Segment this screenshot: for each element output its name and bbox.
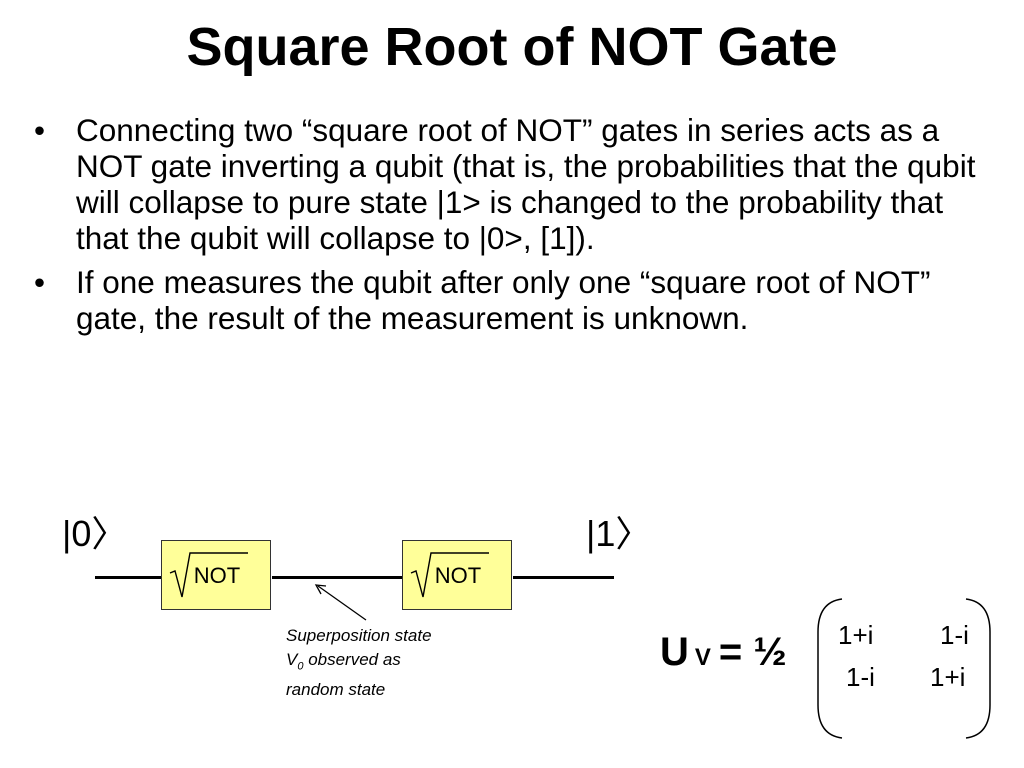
slide-title: Square Root of NOT Gate xyxy=(186,17,838,77)
output-state-ket: |1〉 xyxy=(586,513,652,554)
sqrt-not-gate-2: NOT xyxy=(402,540,512,610)
superposition-annotation: Superposition state V0 observed as rando… xyxy=(286,624,432,702)
annotation-subscript: 0 xyxy=(297,660,304,673)
bullet-text: Connecting two “square root of NOT” gate… xyxy=(76,112,976,256)
bullet-list: • Connecting two “square root of NOT” ga… xyxy=(34,112,994,344)
annotation-line-3: random state xyxy=(286,680,386,700)
sqrt-not-gate-1: NOT xyxy=(161,540,271,610)
sqrt-symbol-icon xyxy=(410,552,489,598)
bullet-item: • If one measures the qubit after only o… xyxy=(34,264,994,336)
bullet-dot: • xyxy=(34,112,46,148)
bullet-text: If one measures the qubit after only one… xyxy=(76,264,931,336)
wire-middle xyxy=(272,576,402,579)
bullet-item: • Connecting two “square root of NOT” ga… xyxy=(34,112,994,256)
matrix-cell: 1-i xyxy=(940,620,969,650)
wire-input xyxy=(95,576,161,579)
equation-subscript: V xyxy=(694,644,711,671)
equation-equals: = xyxy=(718,630,743,674)
annotation-text: observed as xyxy=(303,650,401,669)
sqrt-symbol-icon xyxy=(169,552,248,598)
annotation-line-1: Superposition state xyxy=(286,626,432,645)
wire-output xyxy=(513,576,614,579)
equation-symbol: U xyxy=(660,630,689,674)
equation-scalar: ½ xyxy=(753,630,787,674)
matrix-cell: 1+i xyxy=(930,662,966,692)
input-state-ket: |0〉 xyxy=(62,513,128,554)
gate-label: NOT xyxy=(434,563,482,588)
annotation-symbol: V xyxy=(286,650,298,669)
bullet-dot: • xyxy=(34,264,46,300)
matrix-cell: 1+i xyxy=(838,620,874,650)
annotation-line-2: V0 observed as xyxy=(286,648,432,678)
matrix-cell: 1-i xyxy=(846,662,875,692)
gate-label: NOT xyxy=(193,563,241,588)
